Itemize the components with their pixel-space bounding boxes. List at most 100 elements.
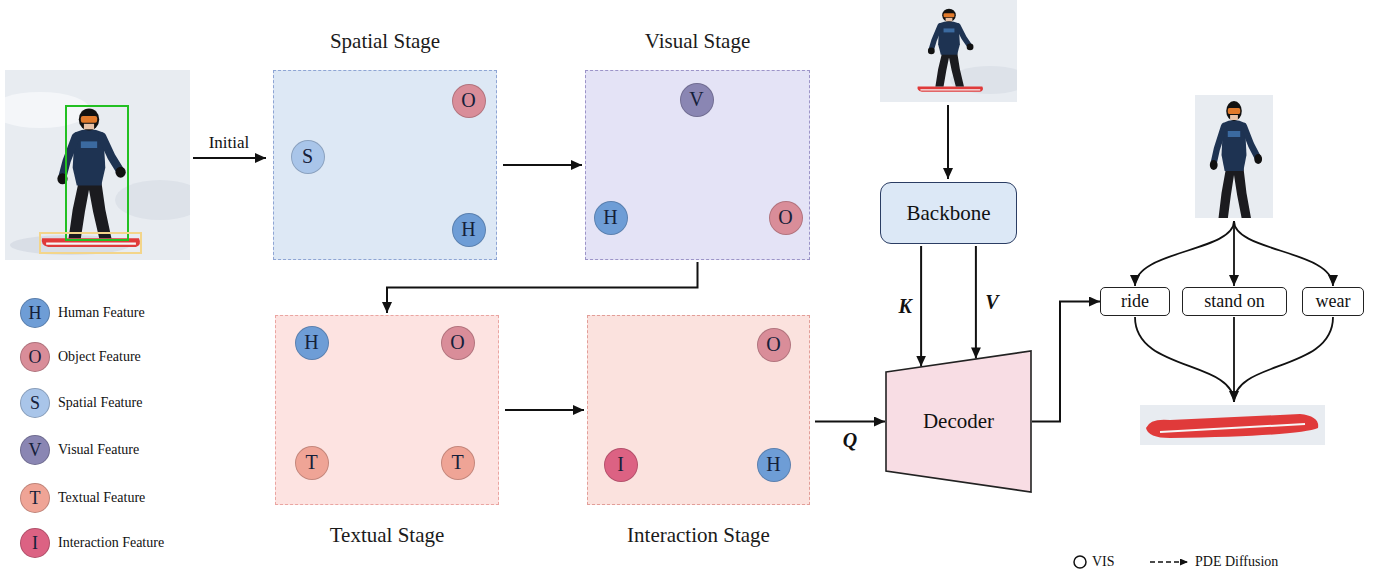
legend-text: Human Feature xyxy=(58,305,145,321)
human-branch xyxy=(1135,221,1234,286)
legend-letter: V xyxy=(29,441,42,459)
connector xyxy=(920,246,922,367)
illustration-part xyxy=(1198,101,1273,218)
node-label: H xyxy=(304,331,318,354)
feature-circle: V xyxy=(680,83,714,117)
node-label: T xyxy=(305,451,317,474)
connector xyxy=(975,246,977,358)
predicate-box: ride xyxy=(1100,287,1170,316)
legend-swatch: T xyxy=(20,483,50,513)
node-label: H xyxy=(603,206,617,229)
node-label: O xyxy=(778,206,792,229)
illustration-part xyxy=(40,233,141,253)
illustration-part xyxy=(1146,414,1318,438)
initial-arrow xyxy=(193,157,266,159)
process-box: Backbone xyxy=(880,182,1017,244)
illustration-part xyxy=(42,108,140,247)
node-label: O xyxy=(450,331,464,354)
node-label: H xyxy=(766,453,780,476)
legend-swatch: V xyxy=(20,435,50,465)
predicate-box: wear xyxy=(1302,287,1364,316)
legend-text: VIS xyxy=(1092,554,1115,570)
stage-title: Textual Stage xyxy=(330,523,445,547)
node-label: ride xyxy=(1121,291,1149,312)
node-label: stand on xyxy=(1204,291,1265,312)
illustration-part xyxy=(66,106,128,240)
stage-title: Visual Stage xyxy=(645,29,750,53)
predicate-box: stand on xyxy=(1182,287,1287,316)
feature-circle: O xyxy=(757,328,791,362)
feature-circle: T xyxy=(441,446,475,480)
node-label: T xyxy=(451,451,463,474)
vis-legend-symbol xyxy=(1074,556,1086,568)
stage-title: Interaction Stage xyxy=(627,523,770,547)
stage-panel: Interaction StageOIH xyxy=(587,315,810,505)
feature-circle: T xyxy=(295,446,329,480)
legend-text: Textual Feature xyxy=(58,490,145,506)
node-label: V xyxy=(689,88,703,111)
node-label: S xyxy=(302,145,313,168)
object-merge xyxy=(1234,317,1333,402)
stage-title: Spatial Stage xyxy=(330,29,440,53)
connector xyxy=(387,262,698,313)
node-label: Backbone xyxy=(907,201,991,225)
feature-circle: O xyxy=(769,201,803,235)
feature-circle: O xyxy=(452,84,486,118)
illustration-part xyxy=(115,180,190,220)
illustration-part xyxy=(1140,405,1325,445)
illustration-part xyxy=(5,92,90,128)
legend-swatch: O xyxy=(20,342,50,372)
stage-panel: Spatial StageSOH xyxy=(273,70,497,260)
node-label: wear xyxy=(1316,291,1351,312)
photo-arrow xyxy=(947,105,949,179)
legend-text: PDE Diffusion xyxy=(1195,554,1278,570)
arrow-label: Initial xyxy=(209,133,250,153)
feature-circle: H xyxy=(594,201,628,235)
human-crop-photo xyxy=(1195,95,1273,218)
legend-swatch: H xyxy=(20,298,50,328)
feature-circle: H xyxy=(452,213,486,247)
feature-circle: H xyxy=(295,326,329,360)
feature-circle: S xyxy=(291,140,325,174)
legend-letter: T xyxy=(30,489,41,507)
connector xyxy=(505,409,584,411)
illustration-part xyxy=(1160,424,1305,432)
object-merge xyxy=(1233,317,1235,402)
legend-text: Interaction Feature xyxy=(58,535,164,551)
node-label: O xyxy=(461,89,475,112)
input-photo xyxy=(5,70,190,260)
object-crop-photo xyxy=(1140,405,1325,445)
edge-label: Q xyxy=(843,428,857,451)
node-label: O xyxy=(766,333,780,356)
node-label: H xyxy=(461,218,475,241)
feature-circle: O xyxy=(441,326,475,360)
legend-letter: O xyxy=(29,348,42,366)
feature-circle: H xyxy=(757,448,791,482)
stage-panel: Textual StageHOTT xyxy=(275,315,499,505)
legend-text: Spatial Feature xyxy=(58,395,142,411)
legend-text: Object Feature xyxy=(58,349,141,365)
node-label: Decoder xyxy=(923,409,994,433)
decoder-trapezoid: Decoder xyxy=(885,350,1032,493)
legend-swatch: I xyxy=(20,528,50,558)
edge-label: K xyxy=(898,295,911,318)
illustration-part xyxy=(917,9,983,92)
backbone-photo xyxy=(880,0,1017,102)
human-branch xyxy=(1234,221,1333,286)
node-label: I xyxy=(617,453,624,476)
human-branch xyxy=(1233,221,1235,286)
legend-swatch: S xyxy=(20,388,50,418)
decoder-outline xyxy=(886,351,1031,492)
connector xyxy=(1032,302,1100,422)
object-merge xyxy=(1135,317,1234,402)
connector xyxy=(503,164,582,166)
legend-letter: S xyxy=(30,394,40,412)
feature-circle: I xyxy=(604,448,638,482)
pde-legend-symbol xyxy=(1150,561,1188,563)
legend-letter: H xyxy=(29,304,42,322)
legend-letter: I xyxy=(32,534,38,552)
legend-text: Visual Feature xyxy=(58,442,139,458)
stage-panel: Visual StageVHO xyxy=(585,70,810,260)
connector xyxy=(815,421,885,423)
